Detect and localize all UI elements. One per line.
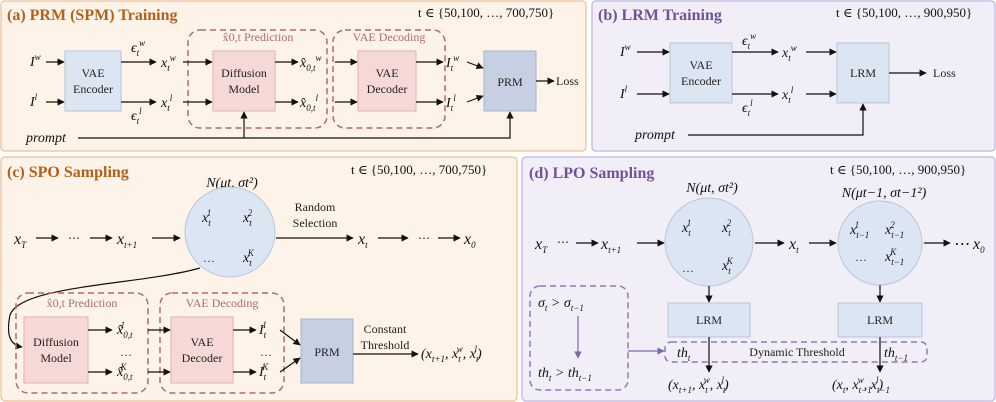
prm-label-c: PRM	[314, 345, 340, 359]
lrm-box-d2	[837, 302, 923, 338]
eps-l: ϵtl	[131, 106, 142, 126]
prm-box-c	[300, 318, 354, 384]
d-output-2: (xt, xt−1w, xt−1l)	[832, 375, 890, 395]
vae-encoder-label-2: Encoder	[73, 82, 113, 96]
dec-label-1: VAE	[375, 66, 398, 80]
panel-d-title: (d) LPO Sampling	[529, 165, 654, 182]
input-il: Il	[29, 92, 38, 110]
diff-label-2: Model	[228, 82, 260, 96]
panel-b-title: (b) LRM Training	[598, 7, 722, 24]
loss-label-a: Loss	[556, 74, 579, 88]
d-c2-dots: …	[855, 250, 867, 264]
c-dots-c: …	[203, 251, 215, 265]
c-x1: xt1	[201, 208, 211, 228]
c-random-2: Selection	[293, 216, 338, 230]
c-random-1: Random	[295, 200, 336, 214]
d-lrm-label-2: LRM	[867, 313, 893, 327]
d-output-1: (xt+1, xtw, xtl)	[668, 375, 729, 395]
panel-a	[0, 0, 587, 152]
c-thresh-2: Threshold	[361, 338, 410, 352]
panel-c-tset: t ∈ {50,100, …, 700,750}	[351, 162, 487, 177]
pred-group-c-label: x̂0,t Prediction	[47, 296, 118, 310]
panel-a-title: (a) PRM (SPM) Training	[7, 7, 178, 24]
d-lrm-label-1: LRM	[696, 313, 722, 327]
c-xK: xtK	[242, 248, 255, 268]
vae-decoder-box-a	[357, 50, 417, 112]
prm-label-a: PRM	[497, 75, 523, 89]
c-xt: xt	[357, 231, 368, 250]
lrm-label-b: LRM	[850, 66, 876, 80]
d-c1-dots: …	[682, 261, 694, 275]
d-dyn-label: Dynamic Threshold	[749, 345, 844, 359]
d-c1-xK: xtK	[721, 256, 734, 276]
b-enc-label-1: VAE	[689, 58, 712, 72]
vae-encoder-label-1: VAE	[81, 66, 104, 80]
d-c1-x1: xt1	[681, 218, 691, 238]
it-l: Itl	[445, 93, 456, 113]
loss-label-b: Loss	[933, 66, 956, 80]
d-th-t: tht	[677, 346, 691, 363]
panel-c-title: (c) SPO Sampling	[7, 164, 129, 181]
c-distribution-circle	[184, 186, 276, 278]
vae-encoder-box	[64, 50, 122, 112]
b-enc-label-2: Encoder	[681, 74, 721, 88]
pred-group-c	[15, 292, 149, 394]
b-input-il: Il	[619, 84, 628, 102]
lrm-box-d1	[667, 302, 751, 338]
c-x2: xt2	[242, 208, 253, 228]
b-input-iw: Iw	[619, 42, 631, 60]
d-x0: ⋯ x0	[953, 236, 985, 255]
d-dynamic-threshold-bar	[664, 341, 928, 363]
c-dots-v: …	[260, 345, 272, 359]
c-dec-label-1: VAE	[190, 335, 213, 349]
d-sigma-box	[529, 285, 629, 391]
vae-group-c	[159, 292, 285, 394]
vae-group-c-label: VAE Decoding	[186, 296, 259, 310]
c-dist-label: N(μt, σt²)	[205, 176, 258, 191]
d-th-ineq: tht > tht−1	[538, 366, 592, 383]
c-dots-p: …	[120, 345, 132, 359]
c-dots-1: ⋯	[68, 231, 80, 245]
panel-b	[591, 0, 996, 152]
vae-encoder-box-b	[669, 42, 733, 104]
input-iw: Iw	[29, 52, 41, 70]
d-dist2-label: N(μt−1, σt−1²)	[841, 186, 927, 201]
panel-a-tset: t ∈ {50,100, …, 700,750}	[418, 5, 554, 20]
vae-group-a	[332, 29, 446, 129]
pred-group-a	[187, 29, 328, 129]
b-eps-l: ϵtl	[742, 98, 753, 118]
prompt-b: prompt	[634, 128, 676, 143]
c-itK: ItK	[258, 362, 269, 382]
panel-b-tset: t ∈ {50,100, …, 900,950}	[836, 5, 972, 20]
c-thresh-1: Constant	[364, 322, 407, 336]
d-dist1-label: N(μt, σt²)	[685, 181, 738, 196]
b-xt-l: xtl	[781, 85, 794, 105]
diff-label-1: Diffusion	[221, 66, 267, 80]
d-circle-2	[837, 200, 923, 286]
c-it1: It1	[258, 320, 267, 340]
d-dots-1: ⋯	[557, 235, 569, 249]
vae-group-a-label: VAE Decoding	[353, 30, 426, 44]
xt-l: xtl	[160, 93, 173, 113]
diffusion-model-box-a	[212, 50, 276, 112]
d-c1-x2: xt2	[721, 218, 732, 238]
c-output: (xt+1, xtw, xtl)	[421, 344, 482, 364]
diffusion-model-box-c	[23, 316, 89, 384]
d-circle-1	[664, 197, 754, 287]
d-xt: xt	[788, 236, 799, 255]
c-diff-label-2: Model	[40, 351, 72, 365]
vae-decoder-box-c	[170, 316, 234, 384]
panel-c	[0, 156, 518, 402]
c-dots-2: ⋯	[418, 231, 430, 245]
prompt-a: prompt	[25, 131, 67, 146]
c-dec-label-2: Decoder	[182, 351, 223, 365]
prm-box-a	[483, 50, 537, 112]
panel-d-tset: t ∈ {50,100, …, 900,950}	[830, 162, 966, 177]
c-diff-label-1: Diffusion	[33, 335, 79, 349]
dec-label-2: Decoder	[367, 82, 408, 96]
lrm-box-b	[836, 42, 890, 104]
pred-group-a-label: x̂0,t Prediction	[223, 30, 294, 44]
